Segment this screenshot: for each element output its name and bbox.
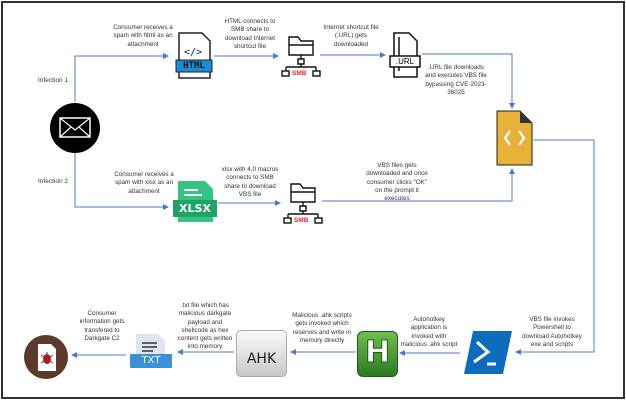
- step-vbs-download: VBS files gets downloaded and once consu…: [366, 162, 428, 203]
- h-label: H: [364, 335, 391, 371]
- powershell-icon: [464, 331, 512, 374]
- step-url-download: Internet shortcut file (.URL) gets downl…: [323, 24, 379, 48]
- arrow-infection2: [74, 152, 169, 210]
- step-html-smb: HTML connects to SMB share to download I…: [224, 18, 276, 50]
- html-file-icon: </> HTML: [175, 31, 213, 80]
- step-spam-xlsx: Consumer receives a spam with xlsx as an…: [114, 171, 174, 195]
- step-txt-file: .txt file which has malicious darkgate p…: [177, 302, 233, 351]
- url-file-icon: .URL: [389, 31, 421, 79]
- arrow-url-vbs: [422, 53, 515, 109]
- vbs-script-icon: [496, 110, 533, 166]
- txt-label: TXT: [141, 355, 161, 366]
- infection1-label: Infection 1: [38, 77, 68, 84]
- ahk-label: AHK: [246, 351, 277, 367]
- infection2-label: Infection 2: [38, 178, 68, 185]
- html-label: HTML: [183, 61, 205, 71]
- ahk-script-icon: AHK: [236, 330, 287, 377]
- smb-share-icon: SMB: [280, 33, 322, 79]
- svg-text:</>: </>: [184, 47, 202, 58]
- step-ahk-scripts: Malicious .ahk scripts gets invoked whic…: [292, 312, 352, 344]
- autohotkey-app-icon: H: [357, 331, 398, 377]
- smb-share-icon-2: SMB: [282, 180, 324, 226]
- url-label: .URL: [395, 57, 415, 66]
- step-autohotkey: Autohotkey application is invoked with m…: [400, 316, 458, 348]
- xlsx-label: XLSX: [179, 202, 211, 215]
- malware-c2-icon: [24, 335, 68, 379]
- smb-label: SMB: [292, 70, 307, 77]
- txt-file-icon: TXT: [130, 333, 172, 369]
- step-c2: Consumer information gets transfered to …: [79, 310, 125, 342]
- xlsx-file-icon: XLSX: [172, 180, 218, 223]
- email-icon: [50, 103, 100, 153]
- step-xlsx-smb: xlsx with 4.0 macros connects to SMB sha…: [221, 166, 279, 198]
- step-vbs-powershell: VBS file invokes Powershell to download …: [522, 316, 582, 348]
- smb-label-2: SMB: [294, 217, 309, 224]
- arrow-vbs-powershell: [515, 139, 595, 355]
- step-url-exec: .URL file downloads and executes VBS fil…: [425, 64, 487, 96]
- step-spam-html: Consumer receives a spam with html as an…: [113, 24, 173, 48]
- arrow-infection1: [74, 53, 169, 102]
- arrow-smb-vbs: [322, 168, 515, 202]
